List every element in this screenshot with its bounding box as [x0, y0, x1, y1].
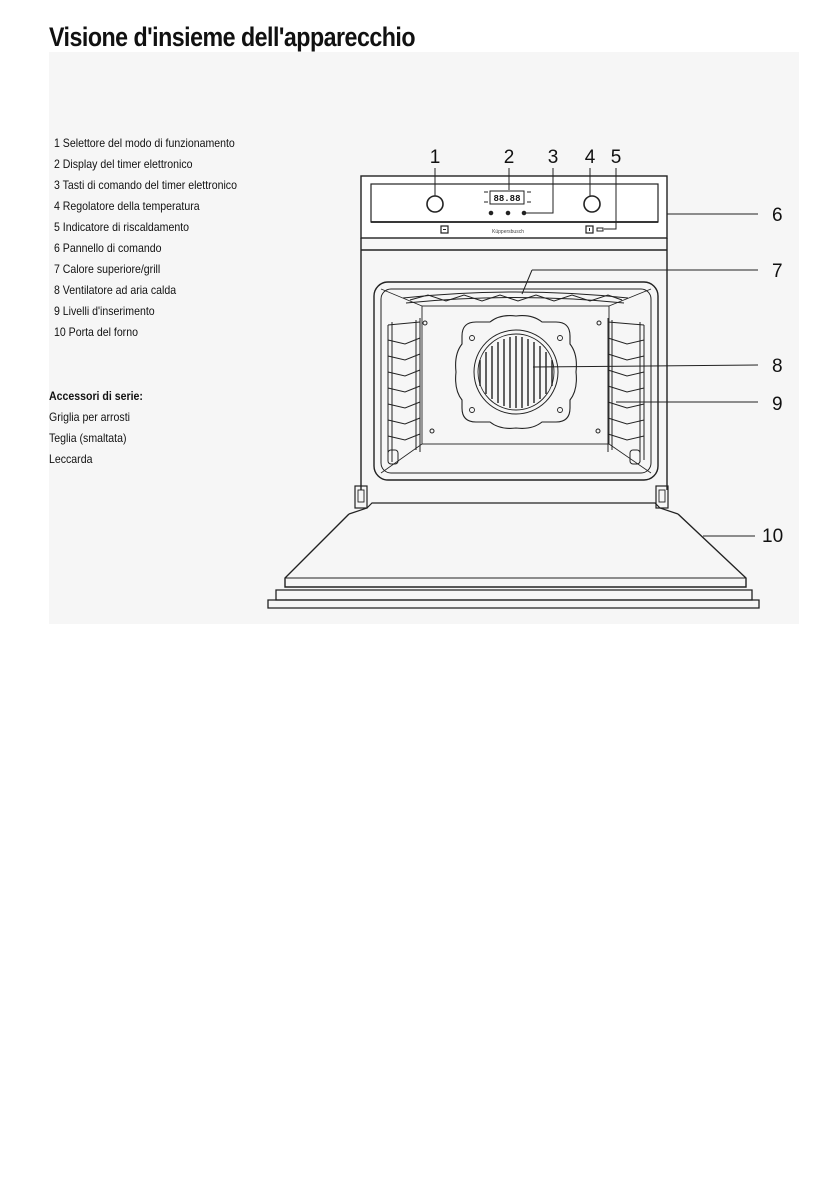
mode-selector-knob — [426, 195, 444, 213]
legend-item: 5 Indicatore di riscaldamento — [54, 220, 190, 234]
accessory-item: Griglia per arrosti — [49, 410, 130, 424]
legend-item: 3 Tasti di comando del timer elettronico — [54, 178, 237, 192]
callout-number: 1 — [430, 147, 441, 168]
top-heating-element — [402, 291, 629, 304]
left-shelf-rails — [387, 318, 435, 465]
temperature-knob — [583, 195, 601, 213]
callout-number: 5 — [611, 147, 622, 168]
legend-item: 10 Porta del forno — [54, 325, 138, 339]
callout-number: 8 — [772, 356, 783, 377]
legend-item: 2 Display del timer elettronico — [54, 157, 193, 171]
timer-button-plus — [521, 210, 527, 216]
legend-item: 1 Selettore del modo di funzionamento — [54, 136, 235, 150]
light-icon — [440, 225, 449, 234]
timer-display-readout: 88.88 — [493, 194, 520, 204]
parts-legend: 1 Selettore del modo di funzionamento 2 … — [54, 133, 262, 343]
callout-number: 7 — [772, 261, 783, 282]
heating-indicator-lamp — [596, 227, 604, 232]
callout-number: 3 — [548, 147, 559, 168]
callout-number: 9 — [772, 394, 783, 415]
legend-item: 9 Livelli d'inserimento — [54, 304, 155, 318]
timer-button-mode — [505, 210, 511, 216]
timer-display — [489, 190, 525, 205]
legend-item: 6 Pannello di comando — [54, 241, 162, 255]
heating-indicator-icon — [585, 225, 594, 234]
callout-leader-lines — [434, 168, 759, 537]
callout-number: 10 — [762, 526, 783, 547]
oven-door — [267, 485, 760, 609]
legend-item: 7 Calore superiore/grill — [54, 262, 161, 276]
convection-fan — [455, 315, 577, 429]
oven-body — [360, 238, 668, 490]
legend-item: 8 Ventilatore ad aria calda — [54, 283, 177, 297]
callout-number: 2 — [504, 147, 515, 168]
legend-item: 4 Regolatore della temperatura — [54, 199, 200, 213]
accessories-title: Accessori di serie: — [49, 389, 143, 403]
brand-label: Küppersbusch — [492, 229, 524, 235]
figure-background — [49, 52, 799, 624]
timer-button-minus — [488, 210, 494, 216]
accessory-item: Leccarda — [49, 452, 93, 466]
callout-number: 4 — [585, 147, 596, 168]
right-shelf-rails — [595, 318, 645, 465]
accessory-item: Teglia (smaltata) — [49, 431, 127, 445]
callout-number: 6 — [772, 205, 783, 226]
page-title: Visione d'insieme dell'apparecchio — [49, 22, 416, 52]
accessories-section: Accessori di serie: Griglia per arrosti … — [49, 386, 156, 470]
